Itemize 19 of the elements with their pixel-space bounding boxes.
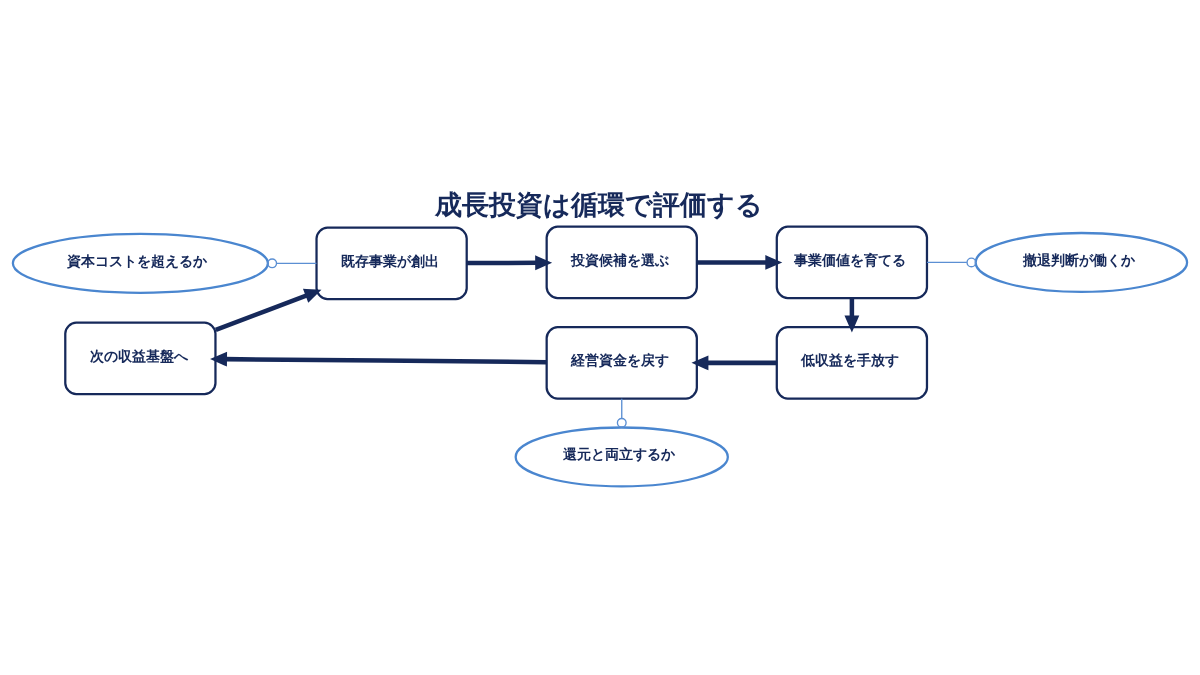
node-box: 投資候補を選ぶ — [545, 225, 698, 299]
arrow — [691, 354, 777, 370]
node-box: 次の収益基盤へ — [64, 321, 217, 395]
connector — [616, 397, 627, 428]
node-box: 事業価値を育てる — [775, 225, 929, 299]
connector — [926, 256, 977, 267]
arrow — [214, 288, 322, 332]
node-box: 低収益を手放す — [775, 325, 929, 400]
node-ellipse: 還元と両立するか — [514, 425, 729, 488]
arrow — [210, 351, 547, 367]
node-ellipse: 撤退判断が働くか — [974, 231, 1189, 293]
arrow — [697, 254, 783, 270]
diagram-title: 成長投資は循環で評価する — [435, 188, 764, 220]
connector — [267, 257, 318, 268]
node-ellipse: 資本コストを超えるか — [11, 232, 269, 294]
arrow — [466, 254, 553, 270]
node-box: 既存事業が創出 — [315, 226, 468, 300]
arrow — [844, 297, 860, 332]
node-box: 経営資金を戻す — [545, 325, 698, 400]
